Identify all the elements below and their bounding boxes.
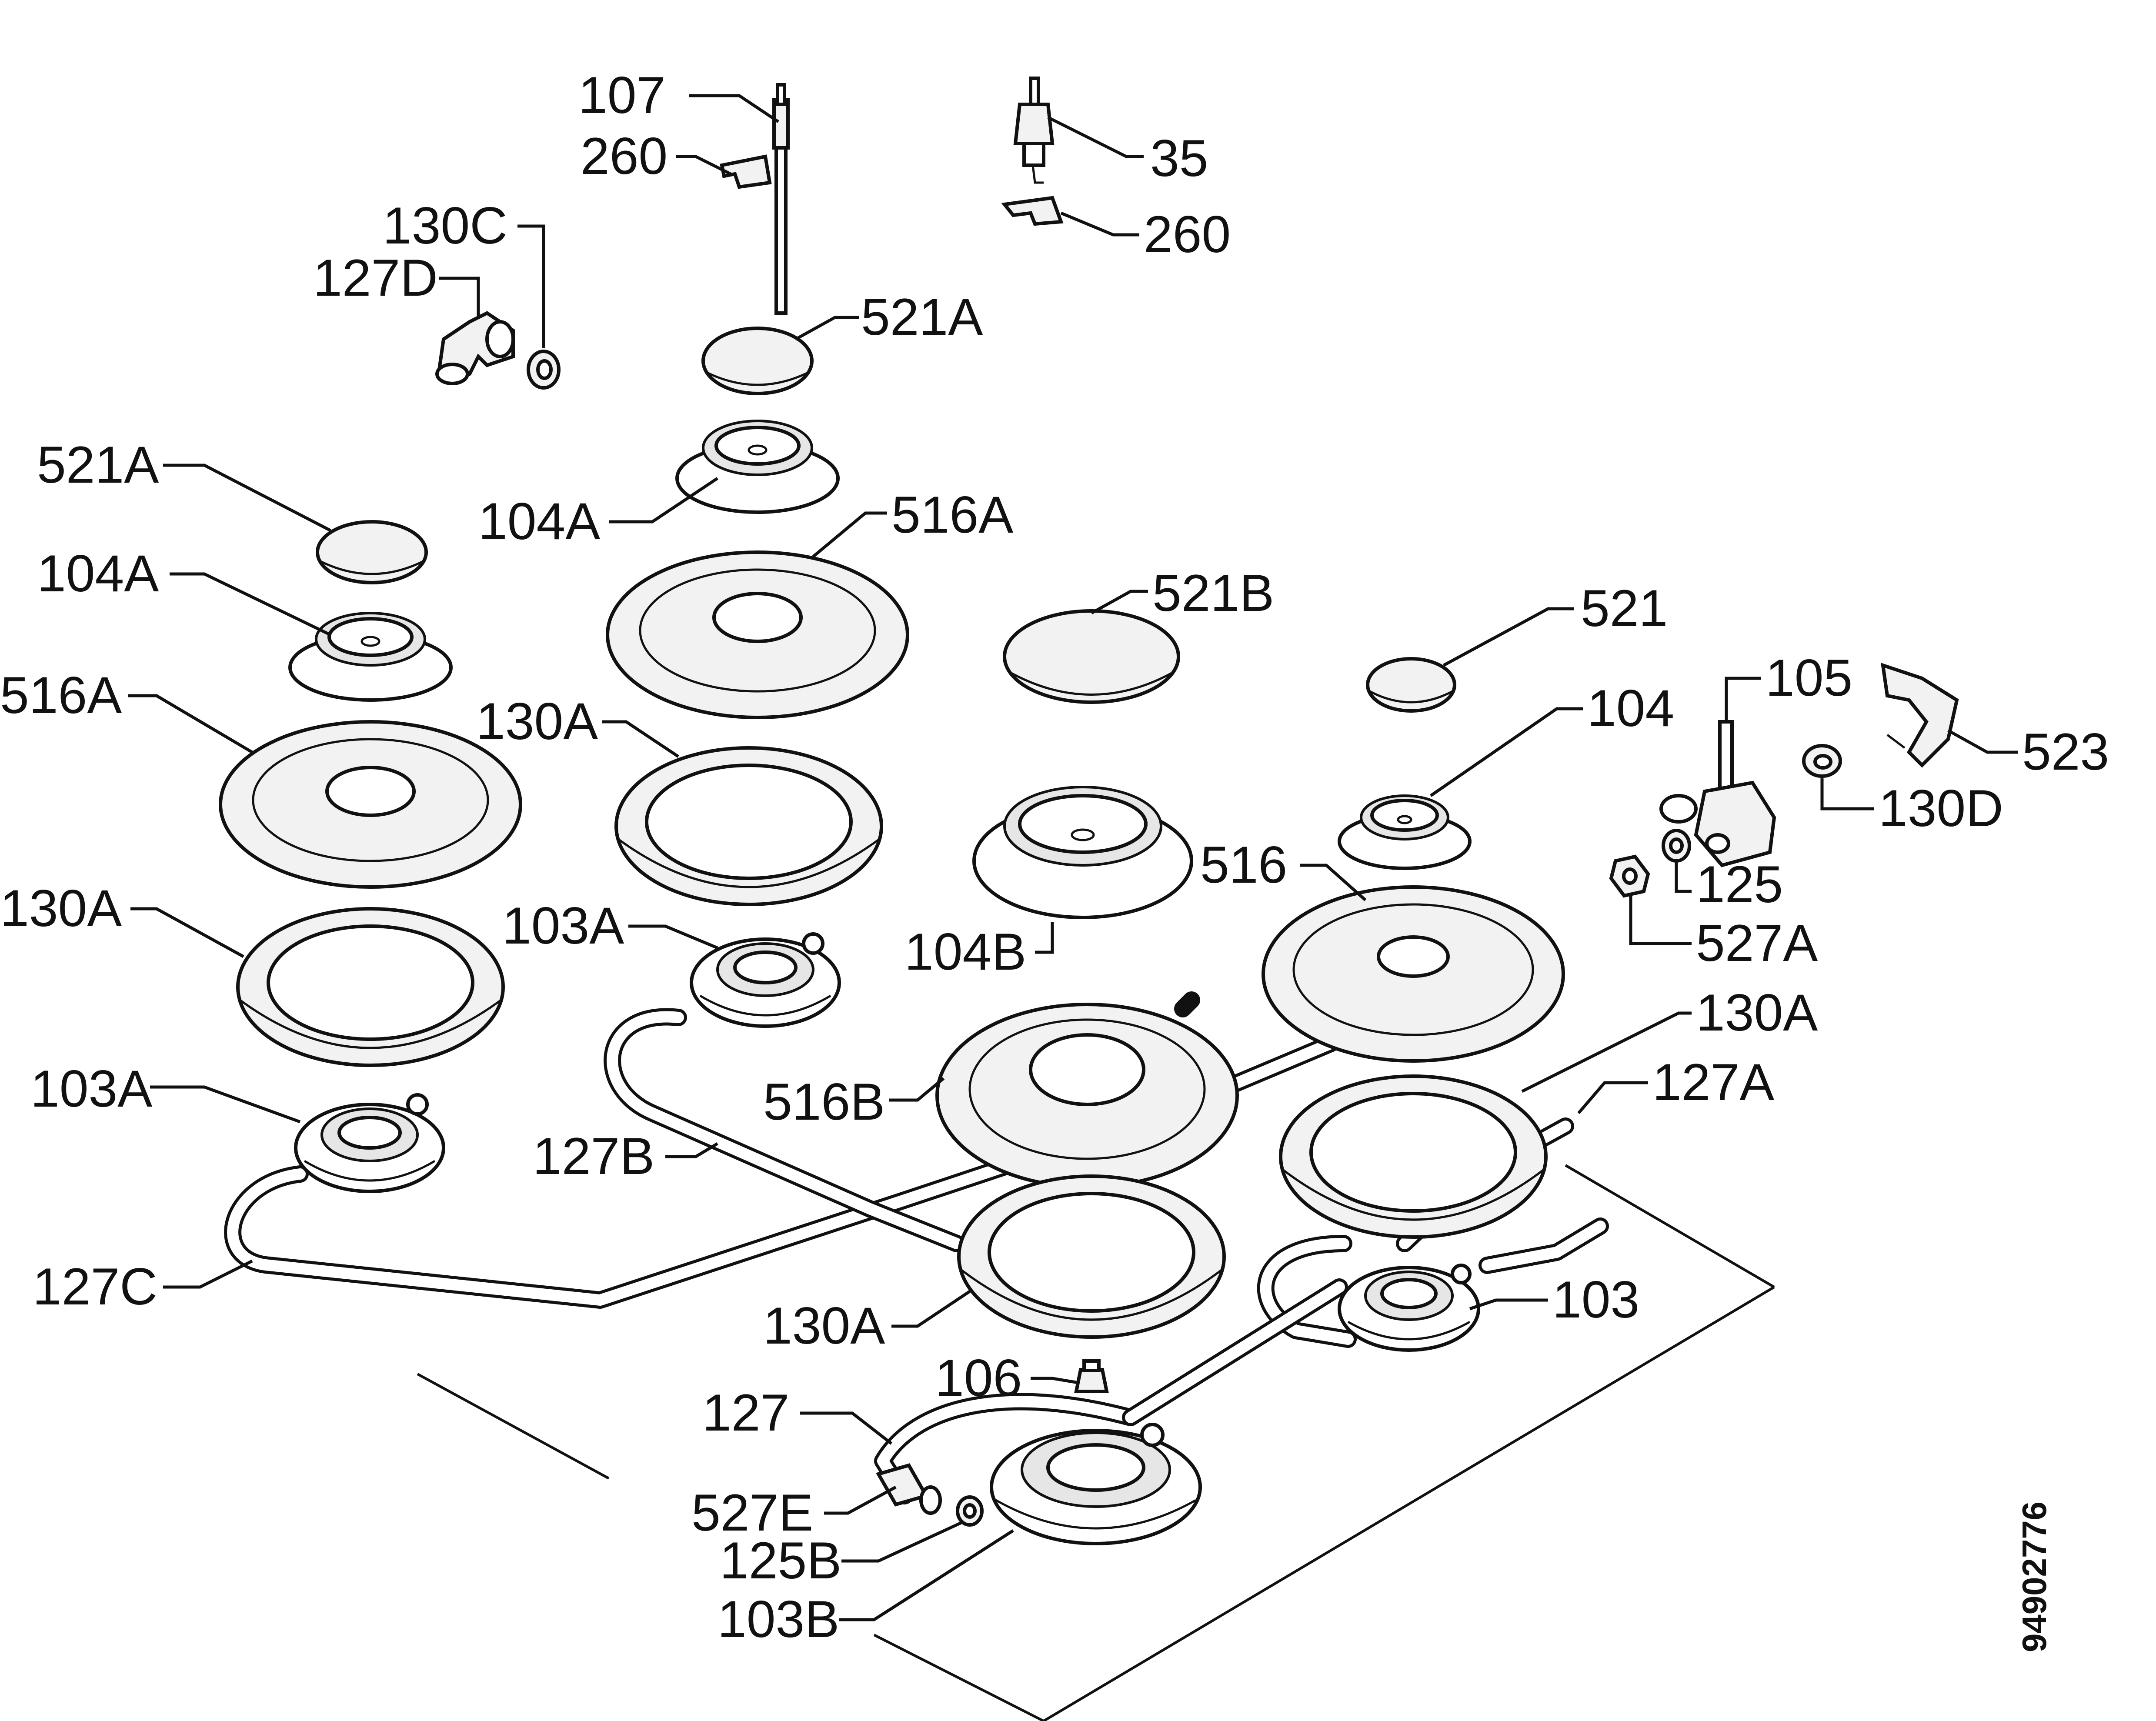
hob-outline xyxy=(417,1164,1775,1721)
label-260-right: 260 xyxy=(1144,205,1231,263)
elbow-127d xyxy=(435,311,515,385)
burner-crown-104 xyxy=(1338,794,1472,870)
burner-cap-521a-left xyxy=(316,520,428,584)
label-130a-mid: 130A xyxy=(476,692,598,750)
drawing-code: 94902776 xyxy=(2015,1501,2053,1652)
label-104a-top: 104A xyxy=(478,492,600,550)
label-127a: 127A xyxy=(1652,1053,1774,1111)
burner-base-103a-middle xyxy=(690,932,841,1028)
right-burner-stack xyxy=(1262,657,1565,1352)
flame-spreader-516 xyxy=(1262,885,1565,1063)
label-521: 521 xyxy=(1581,579,1668,637)
label-521a-left: 521A xyxy=(37,436,159,494)
left-burner-stack xyxy=(219,520,522,1193)
seal-ring-130a-left xyxy=(236,907,505,1067)
burner-crown-104a-top xyxy=(675,420,840,514)
label-127: 127 xyxy=(702,1384,789,1442)
label-127b: 127B xyxy=(533,1127,654,1185)
clip-523 xyxy=(1881,663,1959,768)
burner-cap-521b xyxy=(1003,609,1180,704)
seal-130c xyxy=(527,350,561,390)
label-104: 104 xyxy=(1587,679,1674,737)
clip-260-right xyxy=(1001,196,1064,226)
label-103: 103 xyxy=(1552,1271,1639,1329)
flame-spreader-516b xyxy=(935,1003,1239,1189)
label-260-left: 260 xyxy=(581,127,667,185)
burner-base-103a-left xyxy=(294,1093,445,1193)
label-516: 516 xyxy=(1200,836,1287,894)
label-35: 35 xyxy=(1150,129,1208,187)
label-523: 523 xyxy=(2022,723,2109,781)
label-103b: 103B xyxy=(718,1590,839,1648)
label-130a-bottom: 130A xyxy=(763,1297,885,1355)
label-127d: 127D xyxy=(313,249,438,307)
label-527a: 527A xyxy=(1696,914,1818,972)
label-104b: 104B xyxy=(904,923,1026,981)
burner-cap-521 xyxy=(1366,657,1456,713)
label-130a-right: 130A xyxy=(1696,984,1818,1042)
flame-spreader-516a-top xyxy=(606,550,909,719)
connector-527e xyxy=(875,1463,942,1515)
label-516b: 516B xyxy=(763,1073,885,1131)
leader-lines xyxy=(128,94,2018,1621)
nut-125 xyxy=(1662,829,1691,863)
label-130c: 130C xyxy=(383,197,507,255)
label-527e: 527E xyxy=(691,1484,813,1542)
burner-crown-104b xyxy=(972,786,1193,919)
label-104a-left: 104A xyxy=(37,544,159,603)
label-127c: 127C xyxy=(33,1257,157,1316)
seal-ring-130a-bottom xyxy=(957,1174,1226,1339)
seal-130d xyxy=(1802,744,1842,778)
seal-ring-130a-middle xyxy=(614,746,883,906)
label-516a-left: 516A xyxy=(0,666,122,724)
label-106: 106 xyxy=(935,1349,1022,1407)
clip-260-left xyxy=(720,154,772,189)
label-130d: 130D xyxy=(1879,779,2003,837)
label-125: 125 xyxy=(1696,855,1783,914)
label-125b: 125B xyxy=(720,1531,841,1590)
burner-base-103b xyxy=(990,1423,1202,1545)
nut-527a xyxy=(1609,854,1650,898)
label-103a-mid: 103A xyxy=(502,897,624,955)
label-103a-left: 103A xyxy=(30,1060,152,1118)
middle-left-burner-stack xyxy=(606,83,909,1028)
seal-ring-130a-right xyxy=(1279,1074,1548,1239)
label-130a-left: 130A xyxy=(0,879,122,937)
ignition-electrode-35 xyxy=(1013,77,1055,184)
label-107: 107 xyxy=(578,66,665,124)
burner-cap-521a-top xyxy=(701,327,814,395)
flame-spreader-516a-left xyxy=(219,720,522,889)
label-521b: 521B xyxy=(1152,564,1274,622)
thermocouple-107 xyxy=(772,83,790,315)
center-burner-stack xyxy=(875,609,1239,1545)
burner-crown-104a-left xyxy=(288,612,453,702)
label-105: 105 xyxy=(1766,649,1852,707)
gas-pipes xyxy=(224,991,1609,1504)
label-516a-top: 516A xyxy=(891,486,1013,544)
part-labels: 107 260 35 260 130C 127D 521A 521A 104A … xyxy=(0,66,2109,1648)
burner-base-103 xyxy=(1338,1264,1480,1352)
nut-125b xyxy=(956,1495,984,1527)
label-521a-top: 521A xyxy=(861,288,983,346)
injector-106 xyxy=(1074,1359,1109,1393)
